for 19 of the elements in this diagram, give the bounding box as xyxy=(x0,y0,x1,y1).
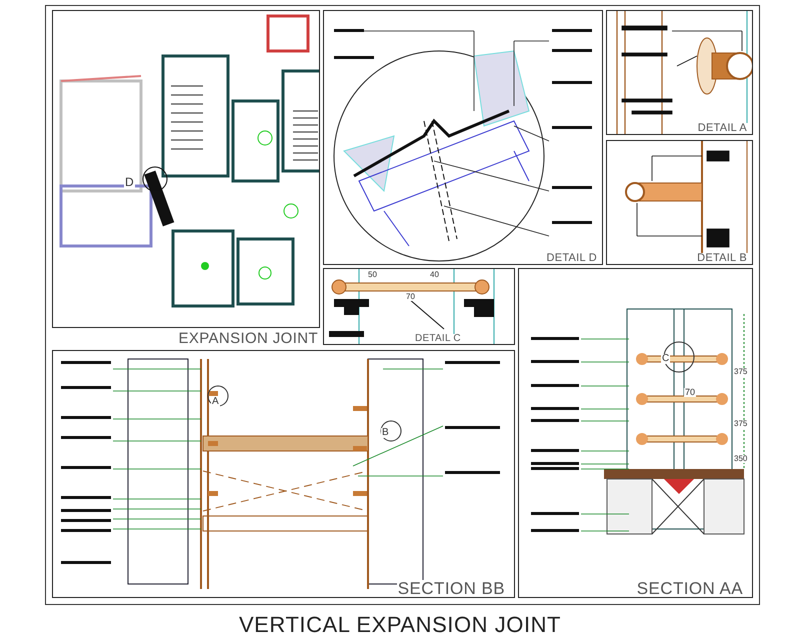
panel-title: SECTION BB xyxy=(396,580,506,597)
drawing-title: VERTICAL EXPANSION JOINT xyxy=(238,611,562,639)
callout-label: C xyxy=(661,354,670,364)
callout-label: 70 xyxy=(405,293,416,301)
callout-label: 50 xyxy=(367,271,378,279)
callout-label: 70 xyxy=(684,388,696,397)
panel-title: DETAIL D xyxy=(546,253,598,264)
panel-title: SECTION AA xyxy=(636,580,744,597)
callout-label: 350 xyxy=(733,455,748,463)
callout-label: 40 xyxy=(429,271,440,279)
panel-title: EXPANSION JOINT xyxy=(177,331,319,346)
callout-label: A xyxy=(211,397,220,407)
callout-label: B xyxy=(381,428,390,438)
panel-title: DETAIL C xyxy=(414,334,462,344)
panel-title: DETAIL B xyxy=(696,253,748,264)
callout-label: 375 xyxy=(733,368,748,376)
panel-title: DETAIL A xyxy=(696,123,748,134)
callout-label: 375 xyxy=(733,420,748,428)
callout-label: D xyxy=(124,176,135,188)
